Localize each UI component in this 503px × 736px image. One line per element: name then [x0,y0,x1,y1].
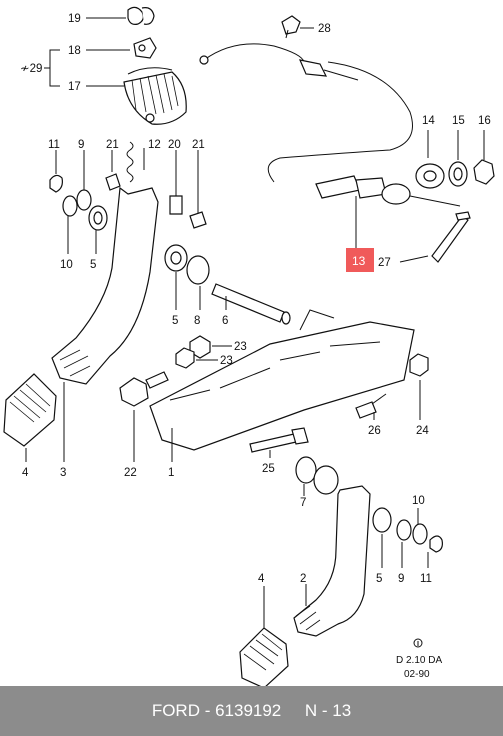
revision-date: 02-90 [404,669,430,680]
shaft-6 [211,283,291,325]
callout-11-right: 11 [420,573,432,585]
callout-27: 27 [378,257,391,269]
bushing-5-left [88,205,108,254]
highlight-13-box [346,248,374,272]
callout-3: 3 [60,467,66,479]
washer-9 [76,150,92,211]
callout-11: 11 [48,139,60,151]
washer-9-right [396,519,412,568]
nut-24 [409,353,429,420]
callout-18: 18 [68,45,81,57]
callout-29: ≁29 [20,63,42,75]
callout-5-right: 5 [376,573,382,585]
callout-19: 19 [68,13,81,25]
brake-pedal-2 [293,485,371,637]
callout-5-left: 5 [90,259,96,271]
clip-11-right [427,535,443,568]
clip-21-left [105,150,121,191]
pedal-pad-4-right [239,586,289,686]
nut-16 [473,130,495,185]
nut-23-upper [189,335,232,359]
footer-text: FORD - 6139192 N - 13 [151,701,352,720]
spring-clip-19 [86,6,155,25]
callout-23-upper: 23 [234,341,247,353]
clutch-cable-13 [199,43,461,248]
bushing-7 [295,456,339,496]
revision-id: D 2.10 DA [396,655,442,666]
callout-25: 25 [262,463,275,475]
bushing-8 [186,255,210,310]
callout-5-mid: 5 [172,315,178,327]
callout-2: 2 [300,573,306,585]
callout-23-lower: 23 [220,355,233,367]
bushing-5-right [372,507,392,568]
callout-10: 10 [60,259,73,271]
callout-4-right: 4 [258,573,265,585]
bracket-29 [44,49,60,87]
spring-12 [126,141,145,183]
callout-6: 6 [222,315,228,327]
pedal-assembly-diagram: 19 18 17 ≁29 28 13 [3,6,495,686]
clip-21-right [189,150,207,229]
bushing-5-mid [164,244,188,310]
callout-9: 9 [78,139,84,151]
callout-20: 20 [168,139,181,151]
callout-28: 28 [318,23,331,35]
callout-15: 15 [452,115,465,127]
approx-mark: ≁ [20,63,30,75]
callout-9-right: 9 [398,573,404,585]
clutch-pedal-3 [51,186,159,462]
callout-17: 17 [68,81,81,93]
callout-29-number: 29 [30,63,43,75]
bushing-10-right [412,508,428,545]
callout-7: 7 [300,497,306,509]
revision-stamp [413,638,423,648]
bracket-1 [149,309,415,462]
callout-1: 1 [168,467,174,479]
bracket-18 [86,37,157,59]
callout-22: 22 [124,467,137,479]
callout-16: 16 [478,115,491,127]
callout-8: 8 [194,315,200,327]
footer-bar: FORD - 6139192 N - 13 [0,686,503,736]
highlight-13-label: 13 [352,254,366,268]
callout-26: 26 [368,425,381,437]
switch-22 [119,371,169,462]
grommet-14 [415,130,445,189]
callout-21-right: 21 [192,139,205,151]
pedal-pad-4-left [3,373,57,462]
callout-21-left: 21 [106,139,119,151]
quadrant-17 [86,67,187,125]
callout-10-right: 10 [412,495,425,507]
callout-4-left: 4 [22,467,29,479]
bolt-26 [355,393,387,420]
cable-clip-28 [281,15,314,39]
washer-15 [448,130,468,187]
callout-14: 14 [422,115,435,127]
bolt-25 [249,427,309,458]
lever-27 [399,211,471,263]
bushing-10 [62,195,78,254]
pin-20 [169,150,183,215]
callout-24: 24 [416,425,429,437]
clip-11 [49,150,63,193]
callout-12: 12 [148,139,161,151]
nut-23-lower [175,347,218,369]
